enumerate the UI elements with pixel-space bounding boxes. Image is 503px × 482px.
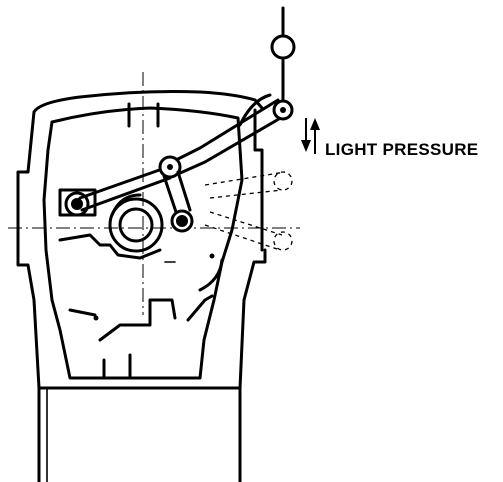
light-pressure-label: LIGHT PRESSURE	[325, 140, 478, 159]
pressure-rod	[270, 6, 296, 106]
housing	[16, 90, 267, 390]
pressure-arrows-icon	[301, 118, 320, 154]
centerlines	[8, 72, 300, 315]
weight-ball	[270, 34, 296, 60]
column-base	[37, 386, 242, 482]
alternate-positions	[204, 171, 293, 251]
cam	[108, 193, 164, 253]
lever-linkage	[78, 93, 294, 233]
